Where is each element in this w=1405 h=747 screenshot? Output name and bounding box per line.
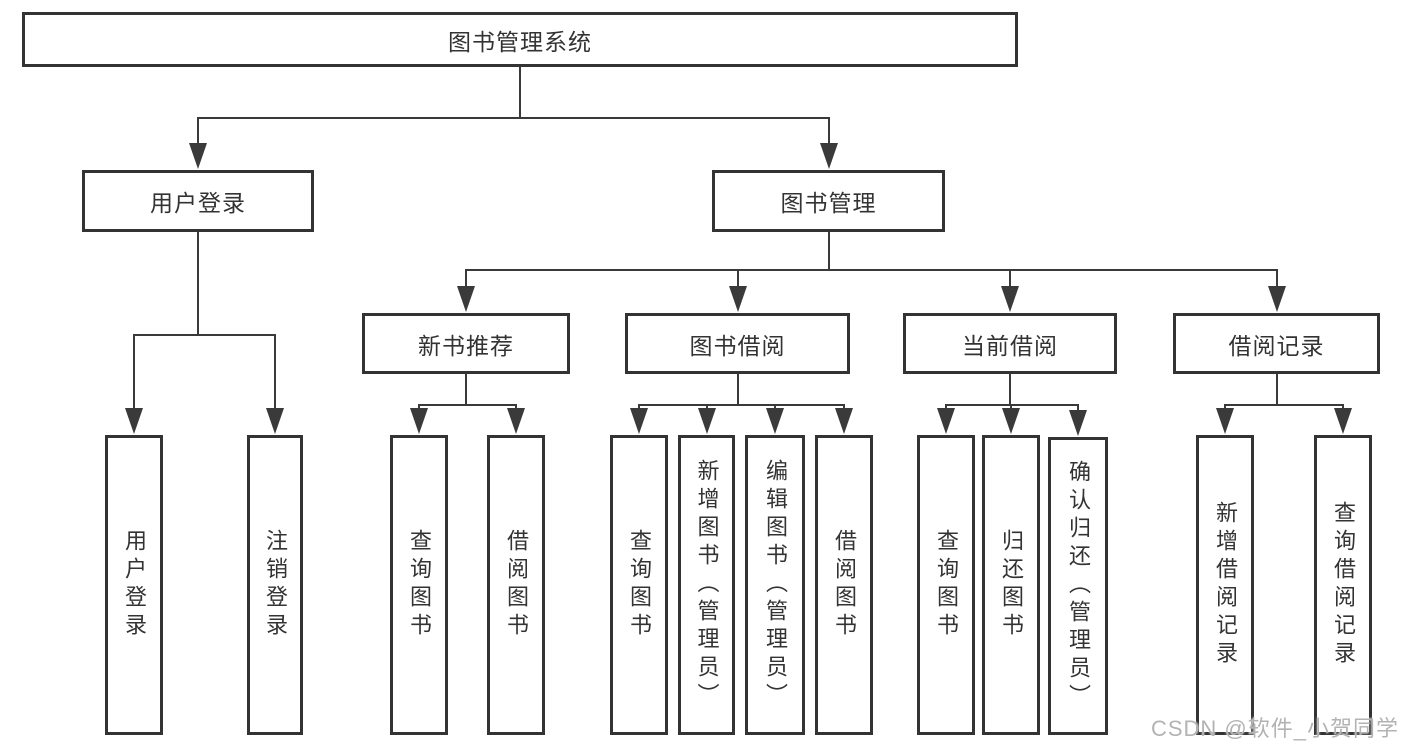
arrow-down-icon bbox=[1216, 408, 1234, 434]
node-leaf-borrow-books: 借阅图书 bbox=[487, 435, 545, 735]
arrow-down-icon bbox=[728, 286, 747, 312]
arrow-down-icon bbox=[1001, 286, 1019, 312]
connector-drop bbox=[736, 269, 739, 294]
node-leaf-query-books-3: 查询图书 bbox=[917, 435, 975, 735]
node-book-borrow-group: 图书借阅 bbox=[625, 313, 850, 374]
arrow-down-icon bbox=[697, 408, 716, 434]
connector-stub bbox=[1275, 372, 1278, 406]
connector-stub bbox=[197, 230, 199, 336]
node-leaf-add-borrow-record: 新增借阅记录 bbox=[1196, 435, 1254, 735]
node-leaf-edit-book-admin: 编辑图书（管理员） bbox=[745, 435, 805, 735]
connector-stub bbox=[827, 230, 830, 271]
node-leaf-query-borrow-record: 查询借阅记录 bbox=[1314, 435, 1372, 735]
arrow-down-icon bbox=[1267, 286, 1286, 312]
connector-stub bbox=[465, 372, 467, 406]
connector-stub bbox=[736, 372, 739, 406]
connector-stub bbox=[519, 65, 521, 119]
node-book-management-group: 图书管理 bbox=[712, 170, 945, 232]
arrow-down-icon bbox=[507, 408, 525, 434]
connector-rail bbox=[638, 404, 845, 406]
connector-stub bbox=[1009, 372, 1011, 406]
arrow-down-icon bbox=[457, 286, 475, 312]
connector-drop bbox=[1009, 269, 1011, 294]
node-leaf-query-books: 查询图书 bbox=[390, 435, 448, 735]
watermark-text: CSDN @软件_小贺同学 bbox=[1150, 716, 1399, 741]
connector-drop bbox=[274, 334, 276, 416]
node-leaf-add-book-admin: 新增图书（管理员） bbox=[678, 435, 735, 735]
node-leaf-user-login: 用户登录 bbox=[105, 435, 163, 735]
connector-drop bbox=[133, 334, 135, 416]
node-new-book-recommend: 新书推荐 bbox=[362, 313, 570, 374]
node-current-borrow-group: 当前借阅 bbox=[903, 313, 1117, 374]
node-leaf-return-books: 归还图书 bbox=[982, 435, 1040, 735]
connector-drop bbox=[197, 117, 199, 151]
arrow-down-icon bbox=[189, 143, 207, 169]
node-borrow-records-group: 借阅记录 bbox=[1173, 313, 1380, 374]
node-user-login-group: 用户登录 bbox=[82, 170, 314, 232]
arrow-down-icon bbox=[266, 408, 284, 434]
node-leaf-logout: 注销登录 bbox=[247, 435, 303, 735]
arrow-down-icon bbox=[125, 408, 143, 434]
connector-drop bbox=[465, 269, 467, 294]
connector-rail bbox=[945, 404, 1079, 406]
node-leaf-query-books-2: 查询图书 bbox=[610, 435, 668, 735]
arrow-down-icon bbox=[766, 408, 784, 434]
arrow-down-icon bbox=[1002, 408, 1020, 434]
arrow-down-icon bbox=[630, 408, 648, 434]
arrow-down-icon bbox=[1334, 408, 1352, 434]
node-root-system: 图书管理系统 bbox=[22, 12, 1018, 67]
arrow-down-icon bbox=[1069, 410, 1087, 436]
arrow-down-icon bbox=[835, 408, 853, 434]
connector-drop bbox=[1275, 269, 1278, 294]
node-leaf-confirm-return: 确认归还（管理员） bbox=[1048, 437, 1108, 735]
node-leaf-borrow-books-2: 借阅图书 bbox=[815, 435, 873, 735]
connector-drop bbox=[827, 117, 830, 151]
arrow-down-icon bbox=[410, 408, 428, 434]
connector-rail bbox=[418, 404, 517, 406]
connector-rail bbox=[1224, 404, 1344, 406]
connector-rail bbox=[465, 269, 1278, 271]
arrow-down-icon bbox=[819, 143, 838, 169]
connector-rail bbox=[133, 334, 276, 336]
arrow-down-icon bbox=[937, 408, 955, 434]
connector-rail bbox=[197, 117, 830, 119]
